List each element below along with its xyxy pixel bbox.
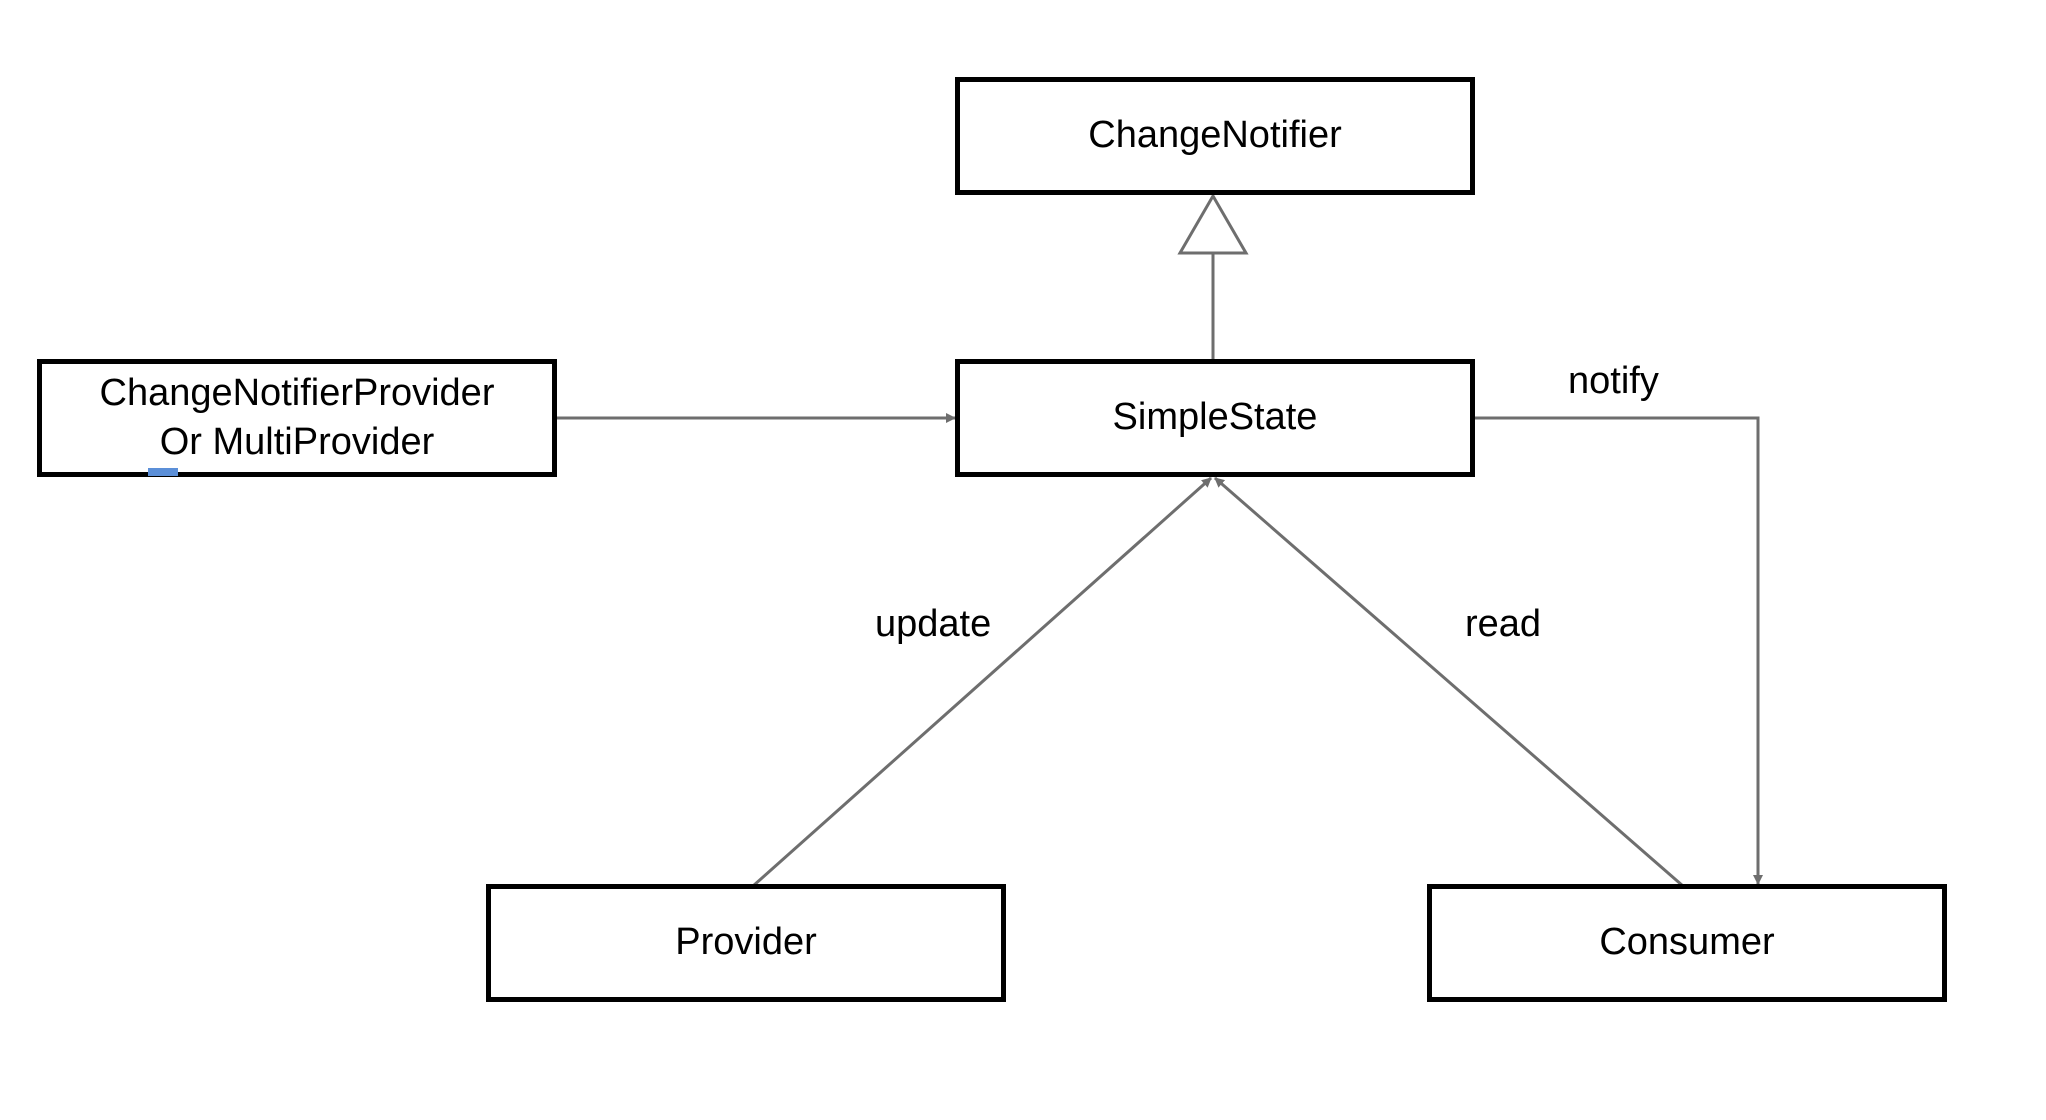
provider-box: Provider bbox=[486, 884, 1006, 1002]
change-notifier-provider-box: ChangeNotifierProvider Or MultiProvider bbox=[37, 359, 557, 477]
update-edge-label: update bbox=[875, 603, 992, 645]
provider-label: Provider bbox=[675, 921, 817, 964]
change-notifier-provider-label-line1: ChangeNotifierProvider bbox=[99, 371, 495, 414]
read-edge-label: read bbox=[1465, 603, 1542, 645]
change-notifier-label: ChangeNotifier bbox=[1088, 114, 1342, 157]
simple-state-box: SimpleState bbox=[955, 359, 1475, 477]
consumer-label: Consumer bbox=[1599, 921, 1775, 964]
notify-arrow bbox=[1473, 416, 1763, 885]
change-notifier-provider-label-line2: Or MultiProvider bbox=[159, 421, 435, 463]
simple-state-label: SimpleState bbox=[1112, 396, 1318, 439]
update-arrow bbox=[752, 476, 1212, 888]
inheritance-triangle bbox=[1177, 193, 1249, 255]
notify-edge-label: notify bbox=[1568, 360, 1659, 402]
read-arrow bbox=[1214, 476, 1684, 888]
text-cursor-marker bbox=[148, 468, 178, 476]
change-notifier-box: ChangeNotifier bbox=[955, 77, 1475, 195]
consumer-box: Consumer bbox=[1427, 884, 1947, 1002]
